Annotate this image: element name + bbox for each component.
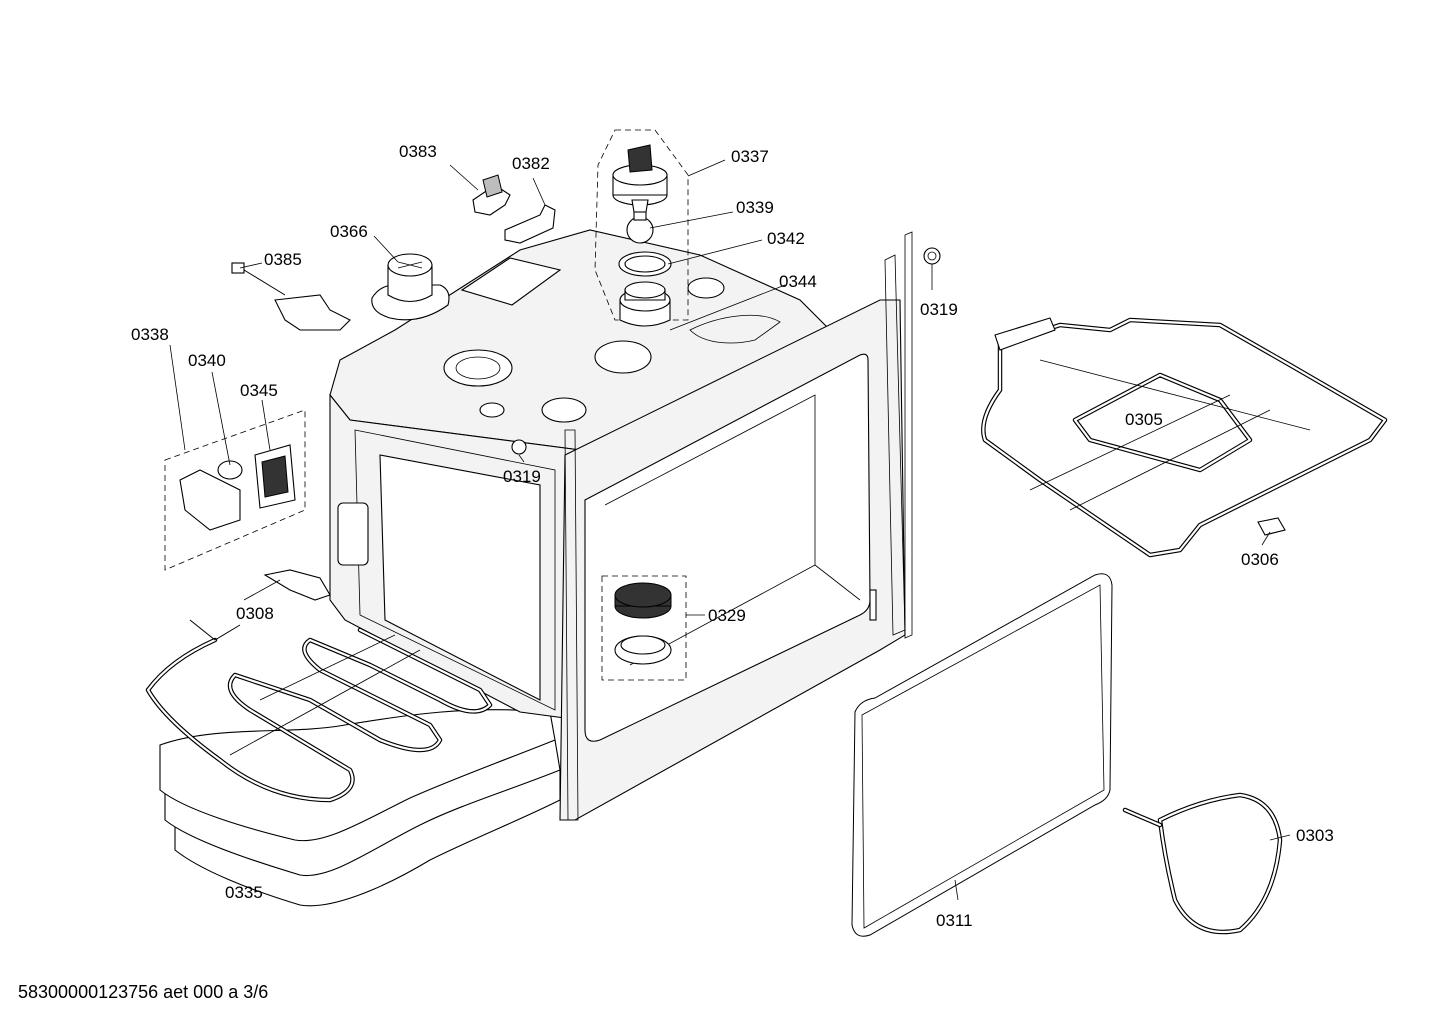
part-0319-screw-top[interactable] [923,247,941,265]
label-0385: 0385 [264,250,302,269]
label-0335: 0335 [225,883,263,902]
label-0337: 0337 [731,147,769,166]
part-0339-bulb[interactable] [626,211,654,244]
label-0344: 0344 [779,272,817,291]
label-0338: 0338 [131,325,169,344]
label-0329: 0329 [708,606,746,625]
label-0339: 0339 [736,198,774,217]
part-0306-clip[interactable] [1257,517,1286,536]
part-0305-grill-element[interactable] [981,317,1388,558]
part-0311-door-seal[interactable] [851,573,1113,937]
label-0382: 0382 [512,154,550,173]
part-0383-clip[interactable] [472,174,511,216]
part-0329-fan[interactable] [614,582,672,665]
label-0319-mid: 0319 [503,467,541,486]
part-0337-lamp-holder[interactable] [612,144,668,213]
label-0303: 0303 [1296,826,1334,845]
label-0305: 0305 [1125,410,1163,429]
label-0345: 0345 [240,381,278,400]
part-0342-seal-ring[interactable] [618,251,672,277]
part-0366-housing[interactable] [371,253,450,321]
part-0344-lamp-cover[interactable] [619,281,671,327]
part-0382-bracket[interactable] [504,204,556,244]
label-0311: 0311 [936,911,973,930]
label-0366: 0366 [330,222,368,241]
part-0308-connector [263,569,331,601]
part-0308-bottom-element[interactable] [145,619,493,803]
label-0342: 0342 [767,229,805,248]
label-0308: 0308 [236,604,274,623]
leader-lines [169,159,1291,901]
part-0385-sensor[interactable] [231,262,351,331]
part-0319-screw-mid[interactable] [511,439,527,455]
assembly-group-0337 [594,129,689,321]
label-0383: 0383 [399,142,437,161]
oven-muffle [329,229,831,721]
part-0340-socket[interactable] [179,460,243,531]
part-0345-lens[interactable] [254,444,296,509]
label-0340: 0340 [188,351,226,370]
insulation-mat-0335[interactable] [159,709,561,907]
part-0303-ring-element[interactable] [1122,792,1283,935]
label-0306: 0306 [1241,550,1279,569]
assembly-group-0329 [601,575,687,681]
document-id: 58300000123756 aet 000 a 3/6 [18,982,268,1002]
label-0319-top: 0319 [920,300,958,319]
